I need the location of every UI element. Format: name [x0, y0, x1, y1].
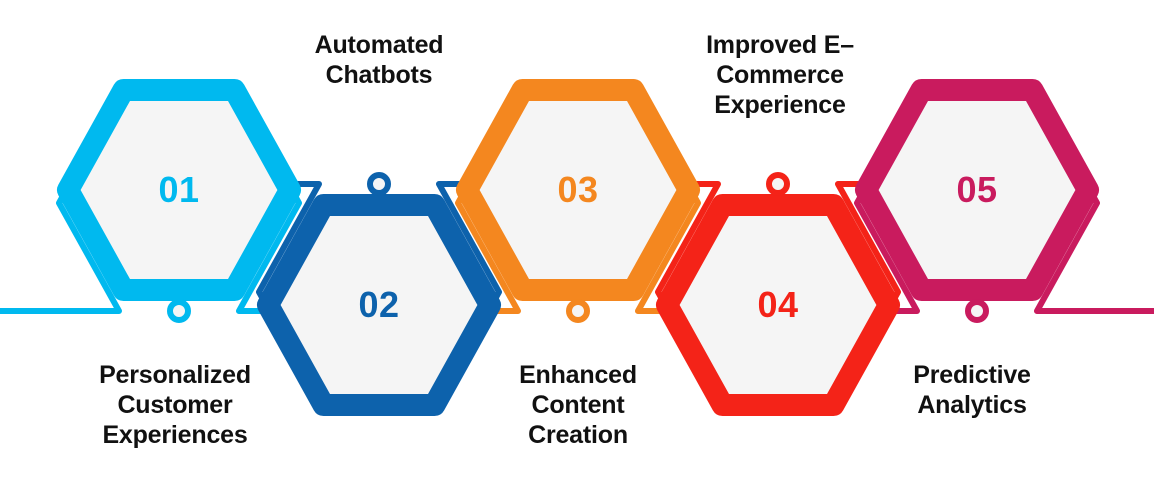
hexagon-05[interactable] — [855, 79, 1099, 301]
hexagon-number-04: 04 — [757, 284, 799, 325]
caption-03: Enhanced Content Creation — [519, 361, 637, 449]
hexagon-03[interactable] — [456, 79, 700, 301]
caption-04: Improved E– Commerce Experience — [706, 31, 854, 119]
hexagon-02[interactable] — [257, 194, 501, 416]
caption-02: Automated Chatbots — [314, 31, 444, 89]
node-marker-03[interactable] — [566, 299, 590, 323]
hexagon-number-02: 02 — [358, 284, 400, 325]
hexagon-04[interactable] — [656, 194, 900, 416]
hexagon-01[interactable] — [57, 79, 301, 301]
hexagon-number-05: 05 — [956, 169, 998, 210]
node-marker-01[interactable] — [167, 299, 191, 323]
caption-01: Personalized Customer Experiences — [99, 361, 251, 449]
node-marker-02[interactable] — [367, 172, 391, 196]
node-marker-04[interactable] — [766, 172, 790, 196]
hexagon-number-03: 03 — [557, 169, 599, 210]
hexagon-number-01: 01 — [158, 169, 200, 210]
hexagon-layer — [57, 79, 1099, 416]
caption-05: Predictive Analytics — [913, 361, 1031, 419]
node-marker-layer — [167, 172, 989, 323]
node-marker-05[interactable] — [965, 299, 989, 323]
